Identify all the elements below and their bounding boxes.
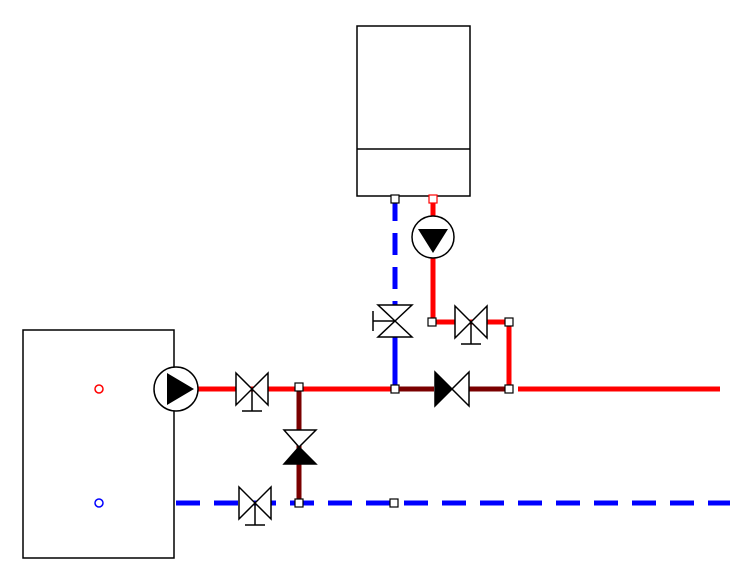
junction-right: [504, 384, 514, 394]
junction-wall-cold: [390, 194, 400, 204]
floor-boiler-return-port: [94, 498, 104, 508]
check-valve-icon[interactable]: [434, 370, 470, 408]
main-pump-icon[interactable]: [153, 366, 199, 412]
floor-boiler-supply-port: [94, 384, 104, 394]
floor-boiler: [22, 329, 175, 559]
boiler-pump-icon[interactable]: [411, 215, 455, 259]
junction-hot-corner-left: [427, 317, 437, 327]
bypass-valve-icon[interactable]: [282, 429, 318, 465]
junction-bypass-bottom: [294, 498, 304, 508]
junction-wall-hot: [428, 194, 438, 204]
cold-shutoff-valve-icon[interactable]: [372, 304, 414, 338]
junction-bypass-top: [294, 382, 304, 392]
hot-shutoff-valve-icon[interactable]: [454, 304, 488, 345]
junction-cold-main: [390, 384, 400, 394]
main-shutoff-valve-icon[interactable]: [235, 371, 269, 412]
wall-boiler: [356, 25, 471, 197]
junction-return-mid: [389, 498, 399, 508]
junction-hot-corner-right: [504, 317, 514, 327]
junctions: [294, 194, 514, 508]
return-shutoff-valve-icon[interactable]: [238, 485, 272, 526]
